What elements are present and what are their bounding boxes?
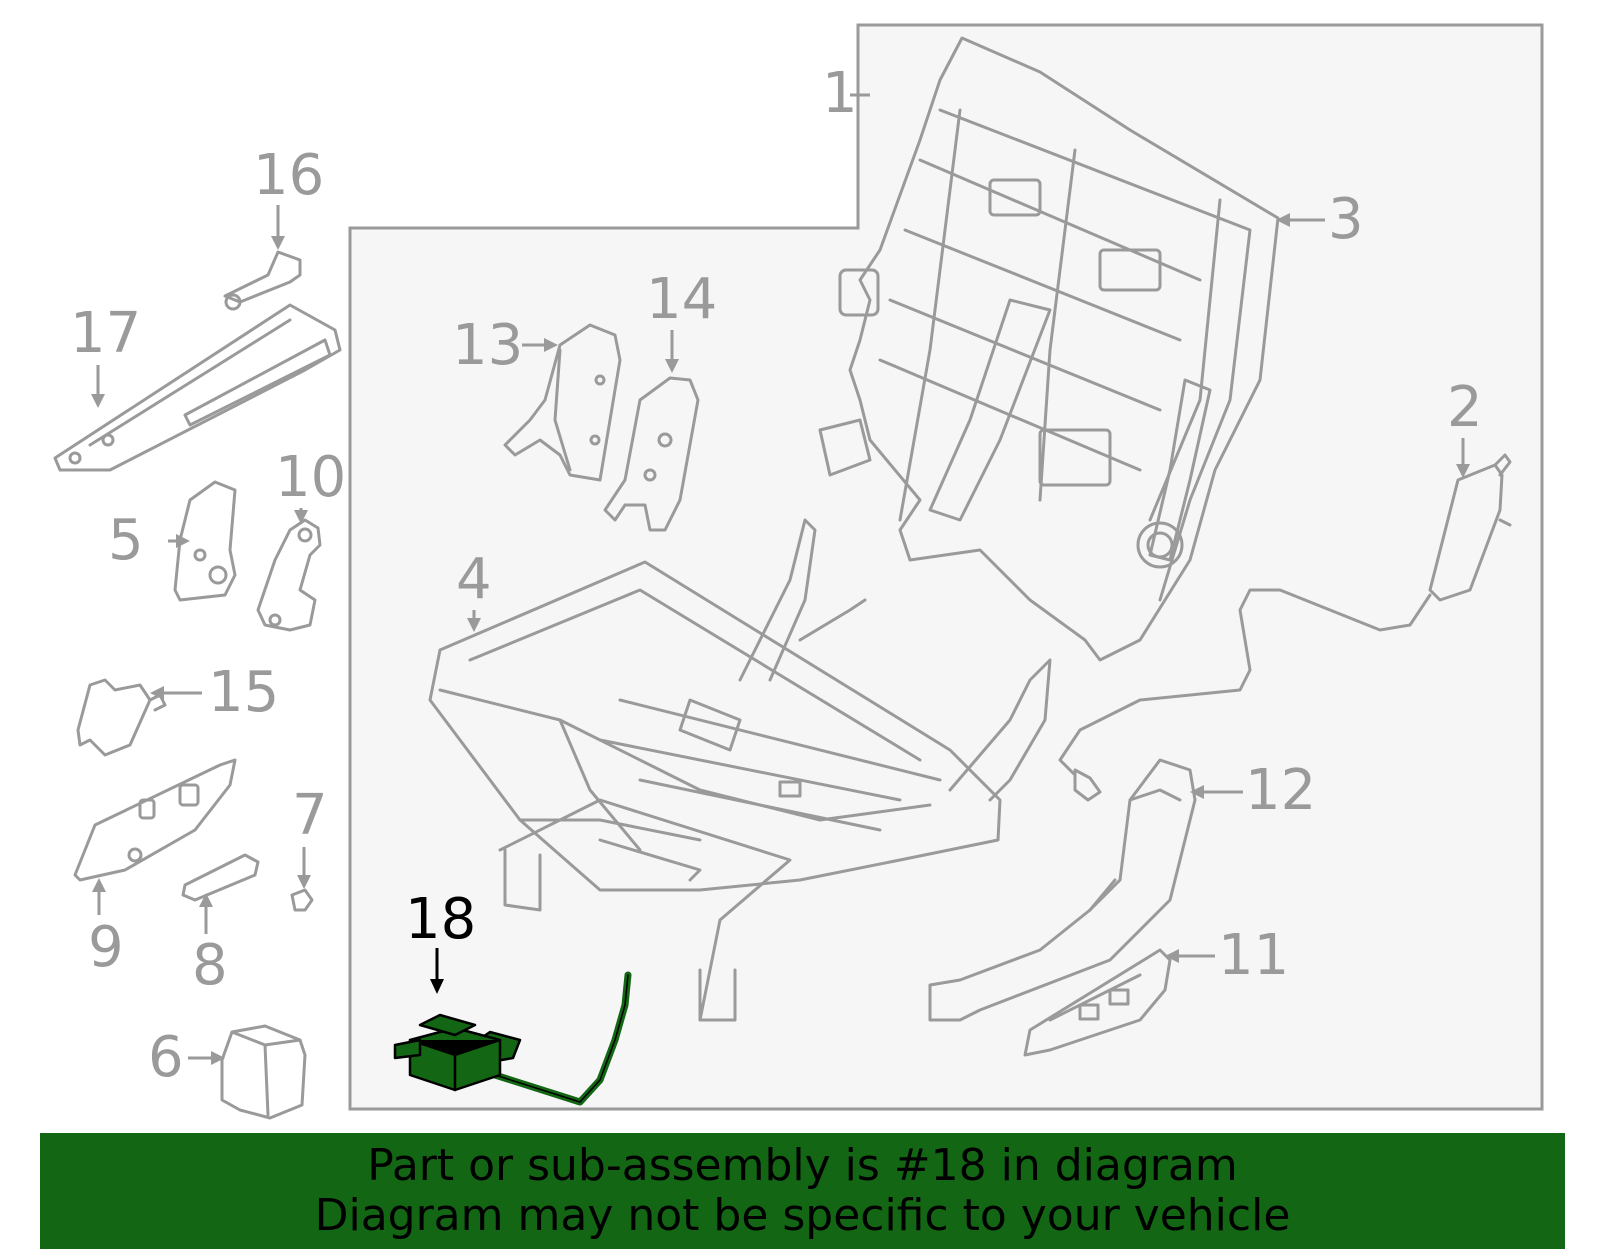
callout-14: 14 [646,267,718,332]
part-5-bracket [173,480,237,602]
part-2-cable-handle [1058,453,1512,802]
info-banner: Part or sub-assembly is #18 in diagram D… [40,1133,1565,1249]
part-13-cover [503,323,622,482]
callout-18-arrow [430,948,444,994]
callout-1: 1 [822,61,858,126]
callout-arrowheads [91,213,1470,1065]
callout-18: 18 [405,887,477,952]
part-10-link [256,518,322,632]
callout-16: 16 [253,143,325,208]
part-8-trim [181,853,260,902]
part-3-seatback-frame [818,36,1280,662]
callout-4: 4 [456,547,492,612]
callout-15: 15 [208,660,280,725]
callout-2: 2 [1447,375,1483,440]
callout-6: 6 [148,1025,184,1090]
callout-10: 10 [275,445,347,510]
part-6-block [220,1024,307,1120]
callout-9: 9 [88,915,124,980]
part-16-bolt [223,250,302,311]
callout-arrows [96,93,1465,1060]
assembly-frame [348,23,1544,1111]
part-9-cover [73,758,237,882]
part-18-sensor [393,971,632,1106]
callout-11: 11 [1218,923,1290,988]
part-4-cushion-frame [428,518,1052,1022]
callout-5: 5 [108,508,144,573]
banner-line-2: Diagram may not be specific to your vehi… [314,1190,1291,1241]
callout-13: 13 [452,313,524,378]
part-11-trim [1023,948,1172,1057]
callout-17: 17 [70,301,142,366]
part-17-rail-cover [53,303,342,472]
part-12-side-shield [928,758,1197,1022]
callout-7: 7 [292,783,328,848]
part-7-clip [290,888,314,912]
callout-12: 12 [1245,758,1317,823]
part-14-cover [603,376,700,532]
banner-line-1: Part or sub-assembly is #18 in diagram [367,1140,1238,1191]
part-15-latch [76,678,167,757]
callout-3: 3 [1328,187,1364,252]
callout-8: 8 [192,933,228,998]
